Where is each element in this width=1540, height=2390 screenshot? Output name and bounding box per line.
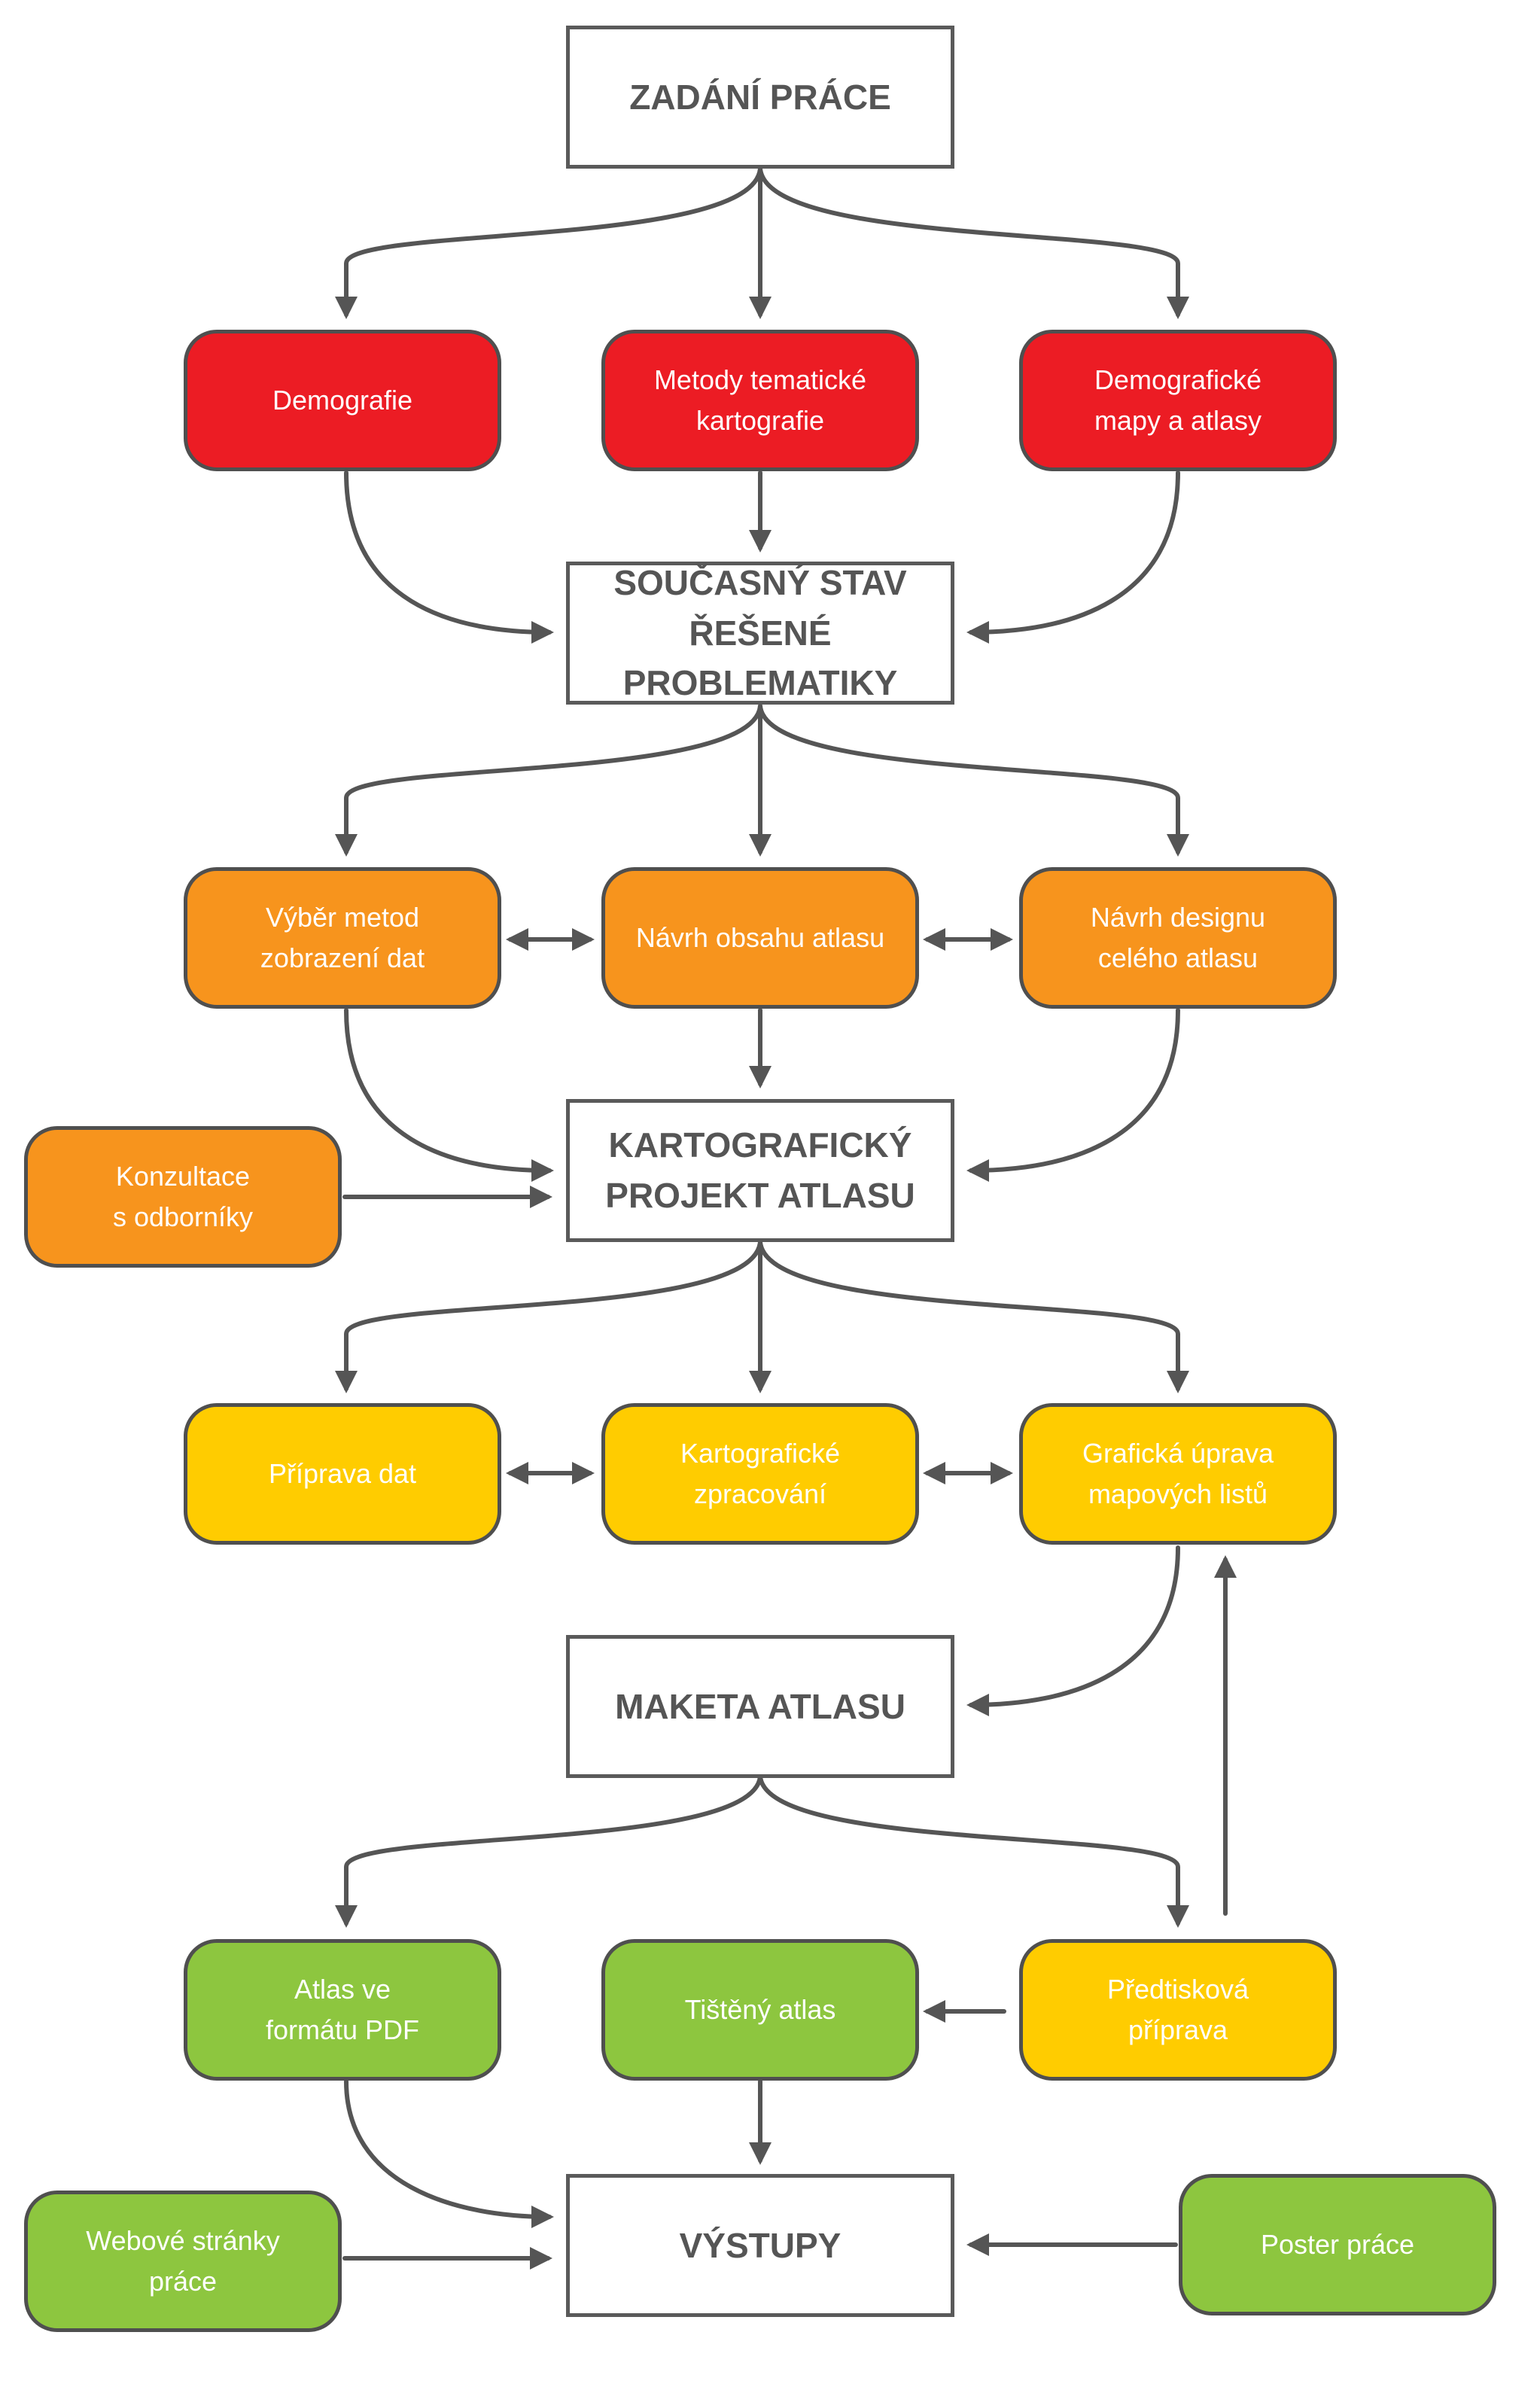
arrow-zadani-demomapy	[758, 166, 1189, 319]
box-maketa-atlasu-label: MAKETA ATLASU	[615, 1686, 905, 1726]
arrow-pdf-vystupy	[344, 2079, 554, 2228]
node-demografie-label: Demografie	[272, 385, 413, 416]
arrow-demomapy-soucasny	[966, 470, 1180, 644]
node-predtiskova-priprava: Předtisková příprava	[1019, 1939, 1337, 2081]
node-metody-label: Metody tematické kartografie	[653, 364, 867, 436]
arrow-navrh-designu-projekt	[966, 1008, 1180, 1182]
node-konzultace: Konzultace s odborníky	[24, 1126, 342, 1268]
node-kartozprac-label: Kartografické zpracování	[680, 1438, 841, 1509]
box-vystupy-label: VÝSTUPY	[679, 2225, 842, 2265]
node-pdf-label: Atlas ve formátu PDF	[265, 1974, 420, 2045]
box-soucasny-stav: SOUČASNÝ STAV ŘEŠENÉ PROBLEMATIKY	[566, 562, 954, 705]
node-poster-prace: Poster práce	[1179, 2174, 1496, 2315]
node-predtisk-label: Předtisková příprava	[1106, 1974, 1249, 2045]
node-tisteny-atlas: Tištěný atlas	[601, 1939, 919, 2081]
node-demograficke-mapy: Demografické mapy a atlasy	[1019, 330, 1337, 471]
node-navrh-designu: Návrh designu celého atlasu	[1019, 867, 1337, 1009]
arrow-soucasny-vyber	[335, 704, 762, 857]
node-demomapy-label: Demografické mapy a atlasy	[1094, 364, 1262, 436]
node-graficka-uprava: Grafická úprava mapových listů	[1019, 1403, 1337, 1545]
box-kartograficky-projekt: KARTOGRAFICKÝ PROJEKT ATLASU	[566, 1099, 954, 1242]
node-demografie: Demografie	[184, 330, 501, 471]
node-webove-stranky: Webové stránky práce	[24, 2191, 342, 2332]
node-tisteny-label: Tištěný atlas	[684, 1994, 836, 2025]
box-zadani-prace-label: ZADÁNÍ PRÁCE	[629, 77, 891, 117]
node-atlas-pdf: Atlas ve formátu PDF	[184, 1939, 501, 2081]
arrow-vyber-projekt	[344, 1008, 554, 1182]
box-soucasny-stav-label: SOUČASNÝ STAV ŘEŠENÉ PROBLEMATIKY	[613, 562, 907, 703]
node-graficka-label: Grafická úprava mapových listů	[1082, 1438, 1274, 1509]
box-zadani-prace: ZADÁNÍ PRÁCE	[566, 26, 954, 169]
node-metody-tematicke-kartografie: Metody tematické kartografie	[601, 330, 919, 471]
arrow-maketa-predtisk	[758, 1774, 1189, 1928]
node-vyber-metod: Výběr metod zobrazení dat	[184, 867, 501, 1009]
node-kartograficke-zpracovani: Kartografické zpracování	[601, 1403, 919, 1545]
node-priprava-label: Příprava dat	[268, 1458, 417, 1489]
node-vyber-label: Výběr metod zobrazení dat	[260, 902, 425, 973]
box-vystupy: VÝSTUPY	[566, 2174, 954, 2317]
arrow-projekt-graficka	[758, 1240, 1189, 1393]
arrow-projekt-priprava	[335, 1240, 762, 1393]
box-kartograficky-projekt-label: KARTOGRAFICKÝ PROJEKT ATLASU	[605, 1125, 915, 1215]
node-navrh-designu-label: Návrh designu celého atlasu	[1090, 902, 1266, 973]
node-navrh-obsahu: Návrh obsahu atlasu	[601, 867, 919, 1009]
arrow-graficka-maketa	[966, 1545, 1180, 1716]
arrow-zadani-demografie	[335, 166, 762, 319]
box-maketa-atlasu: MAKETA ATLASU	[566, 1635, 954, 1778]
node-web-label: Webové stránky práce	[86, 2225, 280, 2297]
node-poster-label: Poster práce	[1260, 2229, 1415, 2260]
arrow-soucasny-navrh-designu	[758, 704, 1189, 857]
node-priprava-dat: Příprava dat	[184, 1403, 501, 1545]
node-konzultace-label: Konzultace s odborníky	[112, 1161, 254, 1232]
arrow-maketa-pdf	[335, 1774, 762, 1928]
node-navrh-obsahu-label: Návrh obsahu atlasu	[635, 922, 885, 953]
arrow-demografie-soucasny	[344, 470, 554, 644]
